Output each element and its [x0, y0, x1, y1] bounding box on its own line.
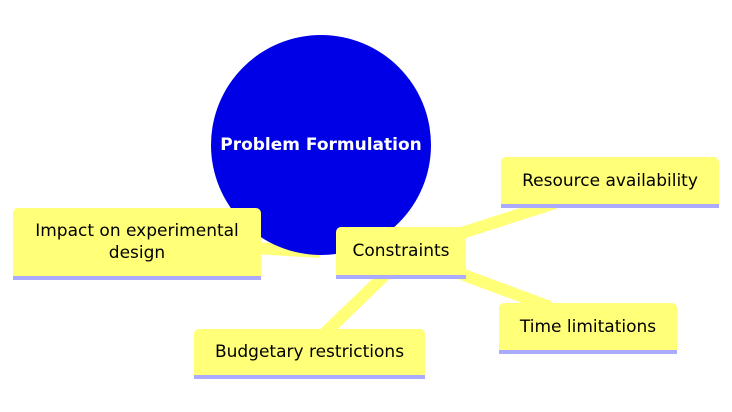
edge-constraints-budget — [320, 270, 390, 338]
root-label: Problem Formulation — [220, 135, 422, 155]
node-constraints[interactable]: Constraints — [336, 227, 466, 279]
node-resource-label: Resource availability — [522, 170, 698, 191]
node-budget[interactable]: Budgetary restrictions — [194, 329, 425, 379]
node-time-label: Time limitations — [519, 316, 657, 337]
node-impact-label: Impact on experimental design — [35, 221, 239, 263]
node-impact[interactable]: Impact on experimental design — [13, 208, 261, 280]
node-budget-label: Budgetary restrictions — [214, 342, 405, 362]
node-time[interactable]: Time limitations — [499, 303, 677, 354]
node-constraints-label: Constraints — [352, 241, 450, 261]
node-resource[interactable]: Resource availability — [501, 157, 719, 208]
